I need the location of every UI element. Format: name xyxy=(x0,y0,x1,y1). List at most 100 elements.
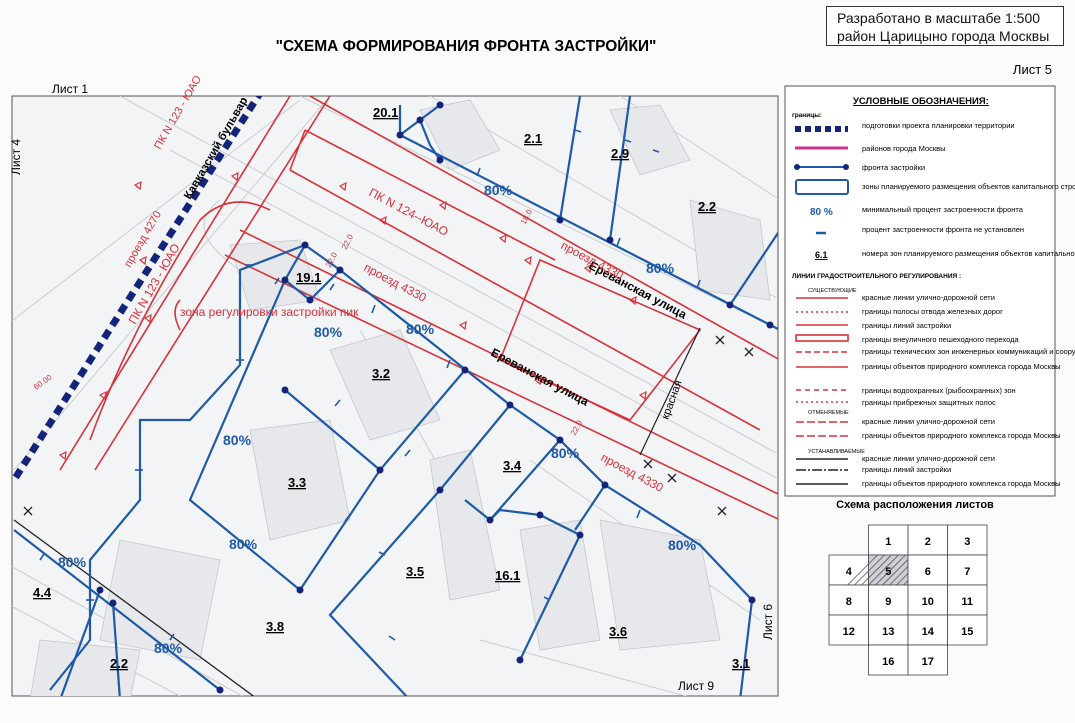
percent-label: 80% xyxy=(223,432,252,448)
legend-item-number: номера зон планируемого размещения объек… xyxy=(862,249,1075,258)
zone-3-6: 3.6 xyxy=(609,624,627,639)
zone-20-1: 20.1 xyxy=(373,105,398,120)
scale-text: Разработано в масштабе 1:500 xyxy=(837,10,1041,26)
percent-label: 80% xyxy=(668,537,697,553)
legend-cancelled-0: красные линии улично-дорожной сети xyxy=(862,417,995,426)
legend-existing-3: границы внеуличного пешеходного перехода xyxy=(862,335,1019,344)
legend-existing-5: границы объектов природного комплекса го… xyxy=(862,362,1060,371)
black-line-krasnaya xyxy=(639,327,701,456)
sheet-cell xyxy=(868,644,909,676)
frontage-tick-marks xyxy=(39,129,701,641)
sheet-cell-label: 4 xyxy=(846,566,853,578)
legend-borders-head: границы: xyxy=(792,112,822,119)
red-lines xyxy=(59,96,778,520)
legend-front-node xyxy=(794,164,800,170)
black-line-sw xyxy=(13,519,255,696)
zone-4-4: 4.4 xyxy=(33,585,52,600)
zone-2-2-top: 2.2 xyxy=(698,199,716,214)
sheet-cell xyxy=(907,524,948,556)
sheet-cell-label: 1 xyxy=(885,536,891,548)
zone-2-2-bottom: 2.2 xyxy=(110,656,128,671)
zone-3-2: 3.2 xyxy=(372,366,390,381)
legend-item-district: районов города Москвы xyxy=(862,144,946,153)
legend-established-2: границы объектов природного комплекса го… xyxy=(862,479,1060,488)
sheet-number: Лист 5 xyxy=(1013,62,1052,77)
percent-label: 80% xyxy=(58,554,87,570)
sheet-cell-label: 5 xyxy=(885,566,891,578)
percent-label: 80% xyxy=(406,321,435,337)
sheet-cell xyxy=(947,524,988,556)
zone-19-1: 19.1 xyxy=(296,270,321,285)
scale-info-box: Разработано в масштабе 1:500 район Цариц… xyxy=(826,6,1064,46)
map-title: "СХЕМА ФОРМИРОВАНИЯ ФРОНТА ЗАСТРОЙКИ" xyxy=(276,37,657,55)
sheet-edge-top: Лист 1 xyxy=(52,82,88,96)
legend-cancelled-symbols xyxy=(796,421,848,437)
legend-front-node xyxy=(843,164,849,170)
legend-established-1: границы линий застройки xyxy=(862,465,951,474)
sheet-cell-hatch xyxy=(882,554,913,586)
sheet-cell-label: 14 xyxy=(922,626,935,638)
legend-item-zone: зоны планируемого размещения объектов ка… xyxy=(862,182,1075,191)
legend-existing-7: границы прибрежных защитных полос xyxy=(862,398,996,407)
sheet-cell-label: 9 xyxy=(885,596,891,608)
legend-title: УСЛОВНЫЕ ОБОЗНАЧЕНИЯ: xyxy=(853,96,989,107)
percent-label: 80% xyxy=(229,536,258,552)
sheet-cell-hatch xyxy=(875,554,906,586)
sheet-cell-label: 10 xyxy=(922,596,934,608)
percent-label: 80% xyxy=(484,182,513,198)
sheet-cell-hatch xyxy=(868,554,899,586)
sheet-scheme-title: Схема расположения листов xyxy=(836,499,994,511)
district-text: район Царицыно города Москвы xyxy=(837,28,1050,44)
sheet-cell xyxy=(828,584,869,616)
percent-label: 80% xyxy=(314,324,343,340)
percent-label: 80% xyxy=(551,445,580,461)
legend-existing-1: границы полосы отвода железных дорог xyxy=(862,307,1003,316)
frontage-nodes xyxy=(96,101,774,694)
sheet-edge-right: Лист 6 xyxy=(761,604,775,640)
sheet-cell-label: 16 xyxy=(882,656,894,668)
sheet-cell xyxy=(868,614,909,646)
frontage-percents: 80% 80% 80% 80% 80% 80% 80% 80% 80% xyxy=(58,182,697,570)
legend-cancelled-head: ОТМЕНЯЕМЫЕ xyxy=(808,410,849,416)
sheet-cell xyxy=(907,644,948,676)
map-content xyxy=(12,96,778,696)
legend-established-head: УСТАНАВЛИВАЕМЫЕ xyxy=(808,449,865,455)
legend-existing-symbols xyxy=(795,297,849,403)
legend-lines-head: ЛИНИИ ГРАДОСТРОИТЕЛЬНОГО РЕГУЛИРОВАНИЯ : xyxy=(792,273,961,280)
sheet-cell-label: 12 xyxy=(843,626,855,638)
zone-2-9: 2.9 xyxy=(611,146,629,161)
sheet-cell-hatch xyxy=(854,554,885,586)
red-triangle-markers xyxy=(58,171,647,461)
label-zone-regulation: зона регулировки застройки пик xyxy=(180,305,359,319)
sheet-cell-label: 6 xyxy=(925,566,931,578)
legend-cancelled-1: границы объектов природного комплекса го… xyxy=(862,431,1060,440)
sheet-cell-label: 7 xyxy=(964,566,970,578)
legend-existing-0: красные линии улично-дорожной сети xyxy=(862,293,995,302)
legend-frame xyxy=(784,85,1056,497)
sheet-cell-hatch xyxy=(861,554,892,586)
zone-2-1: 2.1 xyxy=(524,131,542,146)
legend-existing-head: СУЩЕСТВУЮЩИЕ xyxy=(808,288,857,294)
percent-label: 80% xyxy=(154,640,183,656)
legend-symbol-zone xyxy=(795,179,849,195)
legend-established-0: красные линии улично-дорожной сети xyxy=(862,454,995,463)
zone-3-8: 3.8 xyxy=(266,619,284,634)
zone-3-3: 3.3 xyxy=(288,475,306,490)
zone-3-5: 3.5 xyxy=(406,564,424,579)
legend-existing-6: границы водоохранных (рыбоохранных) зон xyxy=(862,386,1016,395)
legend-item-planning: подготовки проекта планировки территории xyxy=(862,121,1015,130)
sheet-cell xyxy=(828,614,869,646)
percent-label: 80% xyxy=(646,260,675,276)
sheet-cell xyxy=(868,584,909,616)
background-buildings xyxy=(30,99,771,696)
legend-symbol-number: 6.1 xyxy=(815,250,828,260)
zone-numbers: 20.1 2.1 2.9 2.2 19.1 3.2 3.3 3.4 3.5 16… xyxy=(33,105,750,671)
sheet-cell-label: 13 xyxy=(882,626,894,638)
sheet-cell-label: 15 xyxy=(961,626,973,638)
sheet-cell-label: 3 xyxy=(964,536,970,548)
sheet-edge-bottom: Лист 9 xyxy=(678,679,714,693)
sheet-cell-label: 2 xyxy=(925,536,931,548)
existing-red-crosses xyxy=(23,335,754,516)
